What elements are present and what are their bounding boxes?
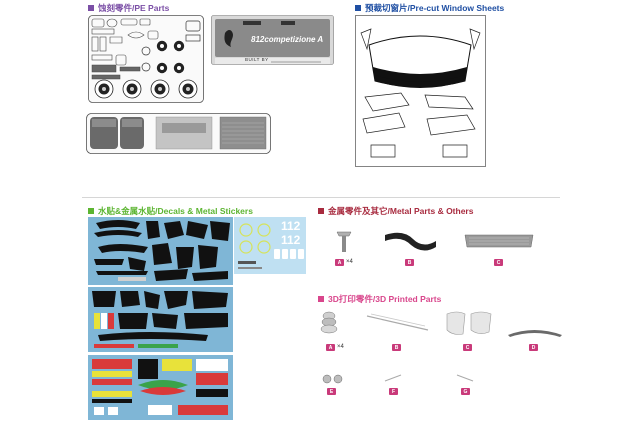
printed-part-g-image: [455, 371, 475, 385]
pe-sheet-main: [88, 15, 204, 103]
decal-sheet-2-art: [234, 217, 306, 274]
window-title-text: 预裁切窗片/Pre-cut Window Sheets: [365, 3, 505, 13]
metal-part-a-art: [336, 231, 352, 252]
printed-part-a-label: A: [326, 344, 335, 351]
printed-part-a-image: [318, 310, 340, 336]
pe-marker: [88, 5, 94, 11]
printed-part-b-image: [365, 312, 430, 334]
window-sheet: [355, 15, 486, 167]
metal-part-a-label: A: [335, 259, 344, 266]
metal-marker: [318, 208, 324, 214]
printed-section-title: 3D打印零件/3D Printed Parts: [318, 293, 441, 305]
pe-built-by-text: BUILT BY: [245, 57, 269, 62]
metal-part-c-art: [464, 234, 534, 248]
printed-part-f-image: [383, 371, 403, 385]
section-divider: [82, 197, 560, 198]
printed-part-c-label: C: [463, 344, 472, 351]
printed-part-f-label: F: [389, 388, 398, 395]
printed-part-d-label: D: [529, 344, 538, 351]
pe-section-title: 蚀刻零件/PE Parts: [88, 2, 169, 14]
decal-sheet-1: [88, 217, 233, 285]
window-section-title: 预裁切窗片/Pre-cut Window Sheets: [355, 2, 504, 14]
pe-badge-plate-art: [211, 15, 334, 65]
metal-part-b-label: B: [405, 259, 414, 266]
metal-part-a-image: [334, 229, 354, 255]
pe-model-text: 812competizione A: [251, 35, 324, 44]
window-sheet-art: [355, 15, 486, 167]
decal-sheet-4: [88, 355, 233, 420]
decal-sheet-4-art: [88, 355, 233, 420]
decal-number-2: 112: [281, 233, 301, 247]
pe-sheet-mesh-art: [86, 113, 271, 154]
printed-part-c-image: [443, 308, 495, 338]
pe-title-text: 蚀刻零件/PE Parts: [98, 3, 170, 13]
metal-part-c-image: [463, 231, 535, 251]
printed-part-f-art: [384, 374, 402, 382]
metal-part-c-label: C: [494, 259, 503, 266]
printed-part-g-art: [456, 374, 474, 382]
pe-badge-plate: 812competizione A BUILT BY: [211, 15, 334, 65]
decal-number-1: 112: [281, 219, 301, 233]
printed-part-d-art: [508, 330, 562, 337]
printed-part-e-image: [320, 372, 346, 386]
decal-sheet-2: 112 112: [234, 217, 306, 274]
printed-part-e-art: [322, 374, 343, 384]
metal-section-title: 金属零件及其它/Metal Parts & Others: [318, 205, 473, 217]
metal-part-b-image: [383, 227, 438, 255]
decal-sheet-3-art: [88, 287, 233, 352]
printed-part-d-image: [506, 325, 564, 341]
printed-part-a-art: [320, 311, 338, 334]
printed-title-text: 3D打印零件/3D Printed Parts: [328, 294, 442, 304]
decal-sheet-1-art: [88, 217, 233, 285]
decal-marker: [88, 208, 94, 214]
metal-part-b-art: [385, 232, 436, 251]
printed-part-g-label: G: [461, 388, 470, 395]
pe-sheet-mesh: [86, 113, 271, 154]
printed-marker: [318, 296, 324, 302]
window-marker: [355, 5, 361, 11]
metal-title-text: 金属零件及其它/Metal Parts & Others: [328, 206, 474, 216]
decal-title-text: 水贴&金属水贴/Decals & Metal Stickers: [98, 206, 253, 216]
printed-part-b-label: B: [392, 344, 401, 351]
decal-sheet-3: [88, 287, 233, 352]
decal-section-title: 水贴&金属水贴/Decals & Metal Stickers: [88, 205, 253, 217]
printed-part-a-qty: ×4: [337, 344, 344, 350]
printed-part-b-art: [366, 313, 429, 331]
printed-part-e-label: E: [327, 388, 336, 395]
printed-part-c-art: [446, 311, 492, 335]
pe-sheet-main-art: [88, 15, 204, 103]
metal-part-a-qty: ×4: [346, 259, 353, 265]
